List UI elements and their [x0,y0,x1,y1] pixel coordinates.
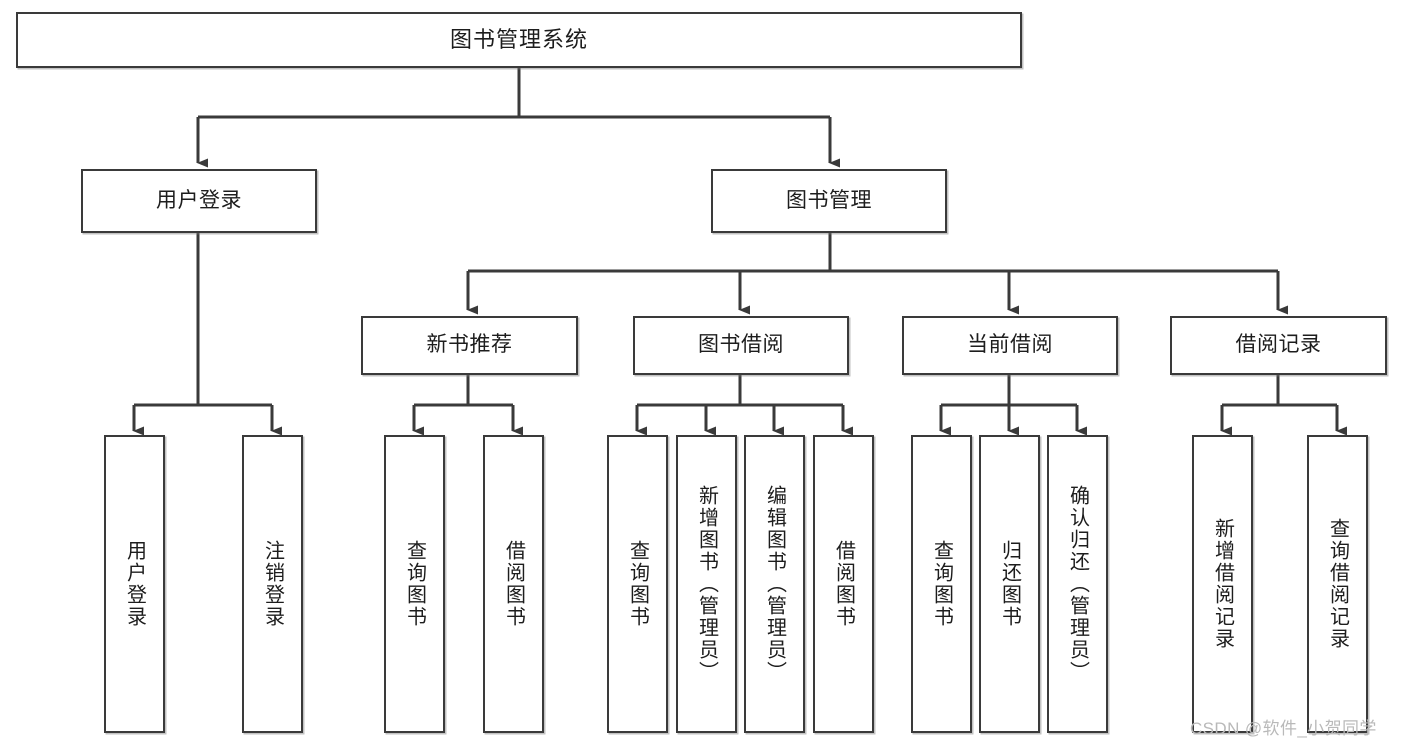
connector-group-book-borrow [635,375,853,436]
node-leaf-confirm-return[interactable]: 确认归还（管理员） [1047,435,1108,733]
node-book-borrow[interactable]: 图书借阅 [633,316,849,375]
node-leaf-borrow-book-1[interactable]: 借阅图书 [483,435,544,733]
node-leaf-query-book-3-label: 查询图书 [930,540,953,628]
connector-group-new-book-rec [412,375,523,436]
node-current-borrow-label: 当前借阅 [967,333,1053,357]
node-leaf-query-book-3[interactable]: 查询图书 [911,435,972,733]
node-book-borrow-label: 图书借阅 [698,333,784,357]
node-leaf-borrow-book-1-label: 借阅图书 [502,540,525,628]
node-root-label: 图书管理系统 [449,27,588,53]
node-leaf-query-book-2[interactable]: 查询图书 [607,435,668,733]
node-leaf-query-record-label: 查询借阅记录 [1326,518,1349,650]
node-current-borrow[interactable]: 当前借阅 [902,316,1118,375]
connector-group-borrow-record [1220,375,1347,436]
node-leaf-query-book-2-label: 查询图书 [626,540,649,628]
node-leaf-return-book[interactable]: 归还图书 [979,435,1040,733]
node-leaf-query-record[interactable]: 查询借阅记录 [1307,435,1368,733]
node-leaf-add-record[interactable]: 新增借阅记录 [1192,435,1253,733]
node-borrow-record-label: 借阅记录 [1235,333,1322,357]
node-leaf-add-book[interactable]: 新增图书（管理员） [676,435,737,733]
connector-group-root [196,68,840,168]
node-leaf-borrow-book-2[interactable]: 借阅图书 [813,435,874,733]
node-leaf-user-logout-label: 注销登录 [261,540,284,628]
connector-group-current-borrow [939,375,1087,436]
node-leaf-edit-book[interactable]: 编辑图书（管理员） [744,435,805,733]
node-new-book-rec[interactable]: 新书推荐 [361,316,578,375]
node-leaf-return-book-label: 归还图书 [998,540,1021,628]
connector-group-book-manage [466,233,1288,315]
node-new-book-rec-label: 新书推荐 [426,333,513,357]
node-root[interactable]: 图书管理系统 [16,12,1022,68]
node-user-login[interactable]: 用户登录 [81,169,317,233]
node-leaf-user-logout[interactable]: 注销登录 [242,435,303,733]
node-leaf-query-book-1[interactable]: 查询图书 [384,435,445,733]
node-leaf-borrow-book-2-label: 借阅图书 [832,540,855,628]
node-leaf-user-login-label: 用户登录 [123,540,146,628]
node-leaf-add-record-label: 新增借阅记录 [1211,518,1234,650]
node-book-manage-label: 图书管理 [786,188,872,212]
node-borrow-record[interactable]: 借阅记录 [1170,316,1387,375]
node-leaf-add-book-label: 新增图书（管理员） [695,485,718,683]
connector-group-user-login [132,233,282,436]
node-leaf-edit-book-label: 编辑图书（管理员） [763,485,786,683]
node-book-manage[interactable]: 图书管理 [711,169,947,233]
node-leaf-confirm-return-label: 确认归还（管理员） [1066,485,1089,683]
node-leaf-user-login[interactable]: 用户登录 [104,435,165,733]
node-leaf-query-book-1-label: 查询图书 [403,540,426,628]
node-user-login-label: 用户登录 [156,188,242,212]
